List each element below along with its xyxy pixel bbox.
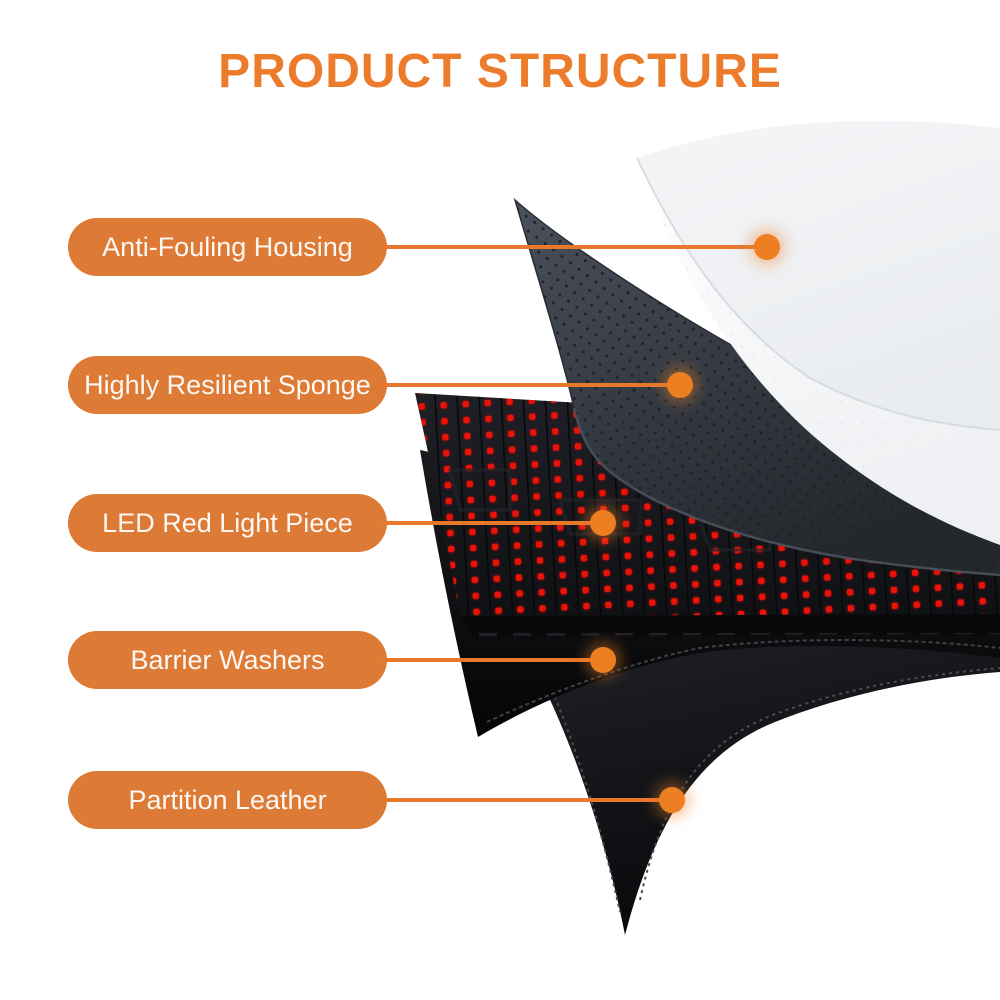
callout-led-red-light-piece: LED Red Light Piece	[0, 494, 1000, 552]
callout-anti-fouling-housing: Anti-Fouling Housing	[0, 218, 1000, 276]
callout-dot	[590, 647, 616, 673]
callout-barrier-washers: Barrier Washers	[0, 631, 1000, 689]
callout-connector-line	[380, 521, 605, 525]
callout-connector-line	[380, 245, 770, 249]
callout-dot	[659, 787, 685, 813]
callout-dot	[754, 234, 780, 260]
callout-label-pill: Partition Leather	[68, 771, 387, 829]
callout-connector-line	[380, 798, 674, 802]
callout-connector-line	[380, 383, 682, 387]
callout-label-pill: Highly Resilient Sponge	[68, 356, 387, 414]
callout-label-pill: Barrier Washers	[68, 631, 387, 689]
callout-label-pill: Anti-Fouling Housing	[68, 218, 387, 276]
callout-highly-resilient-sponge: Highly Resilient Sponge	[0, 356, 1000, 414]
callout-label-pill: LED Red Light Piece	[68, 494, 387, 552]
page-title: PRODUCT STRUCTURE	[218, 45, 782, 98]
partition-leather-layer	[520, 588, 1000, 935]
callout-connector-line	[380, 658, 605, 662]
callout-dot	[667, 372, 693, 398]
callout-dot	[590, 510, 616, 536]
callout-partition-leather: Partition Leather	[0, 771, 1000, 829]
